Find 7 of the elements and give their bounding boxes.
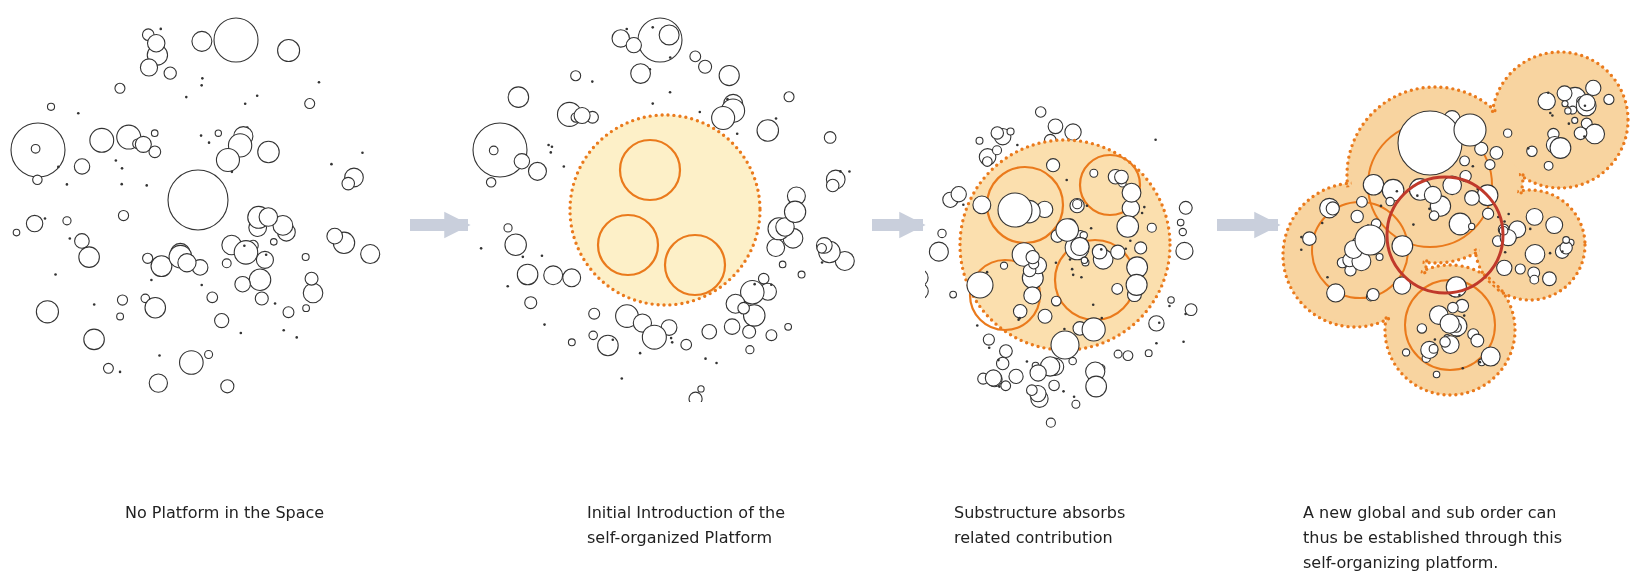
- arrow: [410, 211, 471, 239]
- caption: Substructure absorbs related contribution: [954, 502, 1127, 549]
- caption: A new global and sub order can thus be established through this self-organizing platform.: [1303, 502, 1564, 574]
- caption: Initial Introduction of the self-organized Platform: [587, 502, 787, 549]
- arrow: [872, 211, 926, 239]
- caption: No Platform in the Space: [125, 502, 326, 524]
- arrow: [1217, 211, 1281, 239]
